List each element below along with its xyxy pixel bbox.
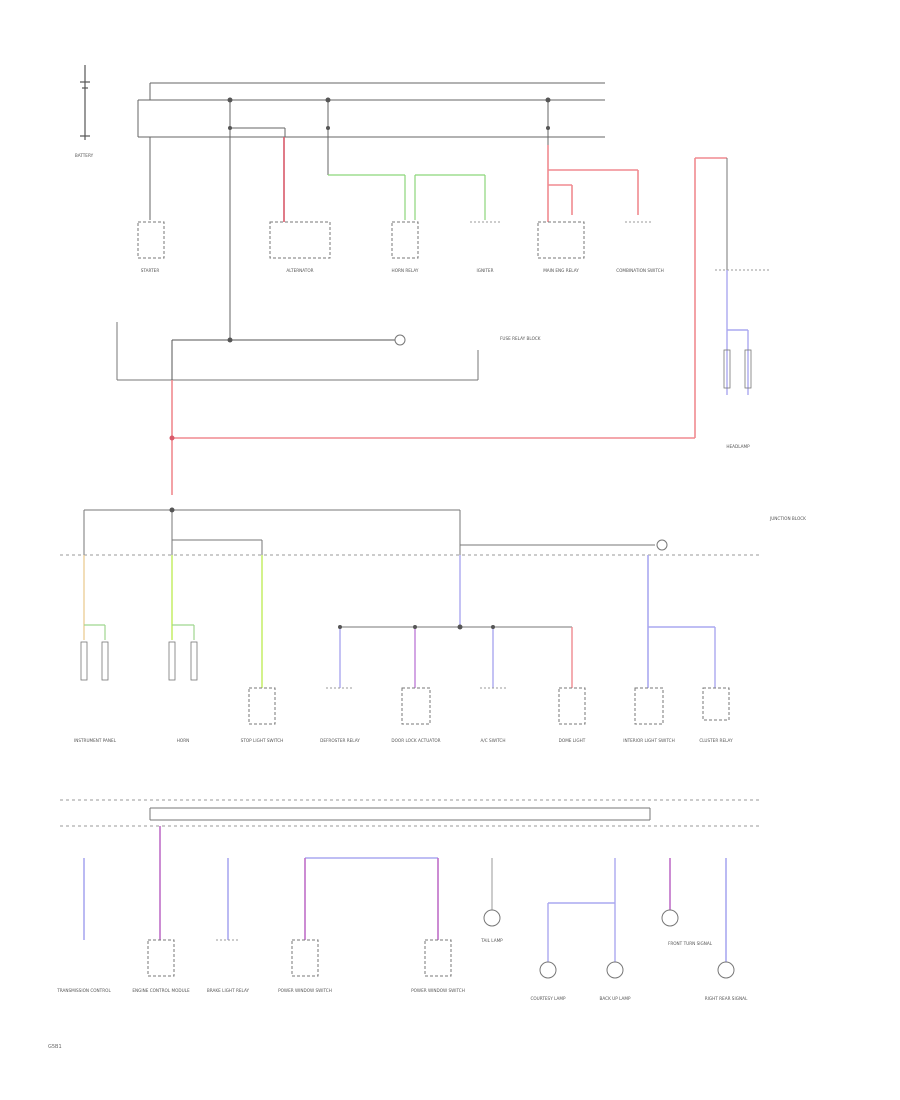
main-eng-feed xyxy=(547,145,639,222)
fuse-relay-block xyxy=(116,322,479,381)
footer-code: G5B1 xyxy=(48,1044,62,1050)
horn-relay-label: HORN RELAY xyxy=(392,268,419,273)
courtesy-lamp xyxy=(539,902,615,979)
horn-relay: HORN RELAY xyxy=(391,221,419,273)
horn-circuit xyxy=(168,555,198,681)
power-window-switch-right-label: POWER WINDOW SWITCH xyxy=(411,988,465,993)
right-rear-signal xyxy=(717,858,735,979)
dome-light: DOME LIGHT xyxy=(558,687,586,743)
main-eng-relay-label: MAIN ENG RELAY xyxy=(543,268,579,273)
power-window-circuit xyxy=(291,857,452,977)
horn-label: HORN xyxy=(177,738,190,743)
ignition-feed xyxy=(171,157,727,495)
defroster-relay: DEFROSTER RELAY xyxy=(320,687,360,743)
top-power-bus xyxy=(137,82,605,340)
back-up-lamp-label: BACK UP LAMP xyxy=(599,996,630,1001)
courtesy-lamp-label: COURTESY LAMP xyxy=(530,996,566,1001)
instrument-panel-label: INSTRUMENT PANEL xyxy=(74,738,117,743)
headlamp-circuit xyxy=(715,158,770,395)
combination-switch-label: COMBINATION SWITCH xyxy=(616,268,664,273)
middle-distribution xyxy=(339,555,573,688)
right-rear-signal-label: RIGHT REAR SIGNAL xyxy=(705,996,748,1001)
igniter: IGNITER xyxy=(470,221,500,273)
tail-lamp xyxy=(483,858,501,927)
cluster-relay-label: CLUSTER RELAY xyxy=(699,738,733,743)
main-eng-relay: MAIN ENG RELAY xyxy=(537,221,585,273)
instrument-panel-circuit xyxy=(80,555,109,681)
front-turn-signal-label: FRONT TURN SIGNAL xyxy=(668,941,713,946)
alternator-label: ALTERNATOR xyxy=(286,268,313,273)
power-window-switch-label: POWER WINDOW SWITCH xyxy=(278,988,332,993)
horn-relay-feed xyxy=(328,174,486,220)
defroster-relay-label: DEFROSTER RELAY xyxy=(320,738,360,743)
battery-label: BATTERY xyxy=(75,153,94,158)
headlamp-label: HEADLAMP xyxy=(726,444,750,449)
tail-lamp-label: TAIL LAMP xyxy=(480,938,503,943)
front-turn-signal xyxy=(661,858,679,927)
ac-switch: A/C SWITCH xyxy=(480,687,506,743)
stop-light-switch-label: STOP LIGHT SWITCH xyxy=(241,738,284,743)
brake-light-relay-label: BRAKE LIGHT RELAY xyxy=(207,988,250,993)
interior-light-circuit xyxy=(634,555,730,725)
engine-control-module-label: ENGINE CONTROL MODULE xyxy=(132,988,190,993)
ac-switch-label: A/C SWITCH xyxy=(481,738,506,743)
engine-control-module-circuit xyxy=(147,826,175,977)
stop-light-switch-circuit xyxy=(248,555,276,725)
starter-label: STARTER xyxy=(141,268,160,273)
combination-switch: COMBINATION SWITCH xyxy=(616,221,664,273)
brake-light-relay-circuit xyxy=(216,858,240,941)
battery: BATTERY xyxy=(75,65,94,158)
dome-light-label: DOME LIGHT xyxy=(559,738,586,743)
interior-light-switch-label: INTERIOR LIGHT SWITCH xyxy=(623,738,675,743)
junction-block-label: JUNCTION BLOCK xyxy=(769,516,806,521)
door-lock-actuator: DOOR LOCK ACTUATOR xyxy=(391,687,441,743)
junction-block xyxy=(60,509,760,556)
alternator: ALTERNATOR xyxy=(269,137,331,273)
transmission-control-label: TRANSMISSION CONTROL xyxy=(56,988,111,993)
fuse-relay-block-label: FUSE RELAY BLOCK xyxy=(500,336,541,341)
lower-bus xyxy=(60,799,760,827)
back-up-lamp xyxy=(606,858,624,979)
igniter-label: IGNITER xyxy=(477,268,494,273)
door-lock-actuator-label: DOOR LOCK ACTUATOR xyxy=(391,738,440,743)
starter: STARTER xyxy=(137,221,165,273)
